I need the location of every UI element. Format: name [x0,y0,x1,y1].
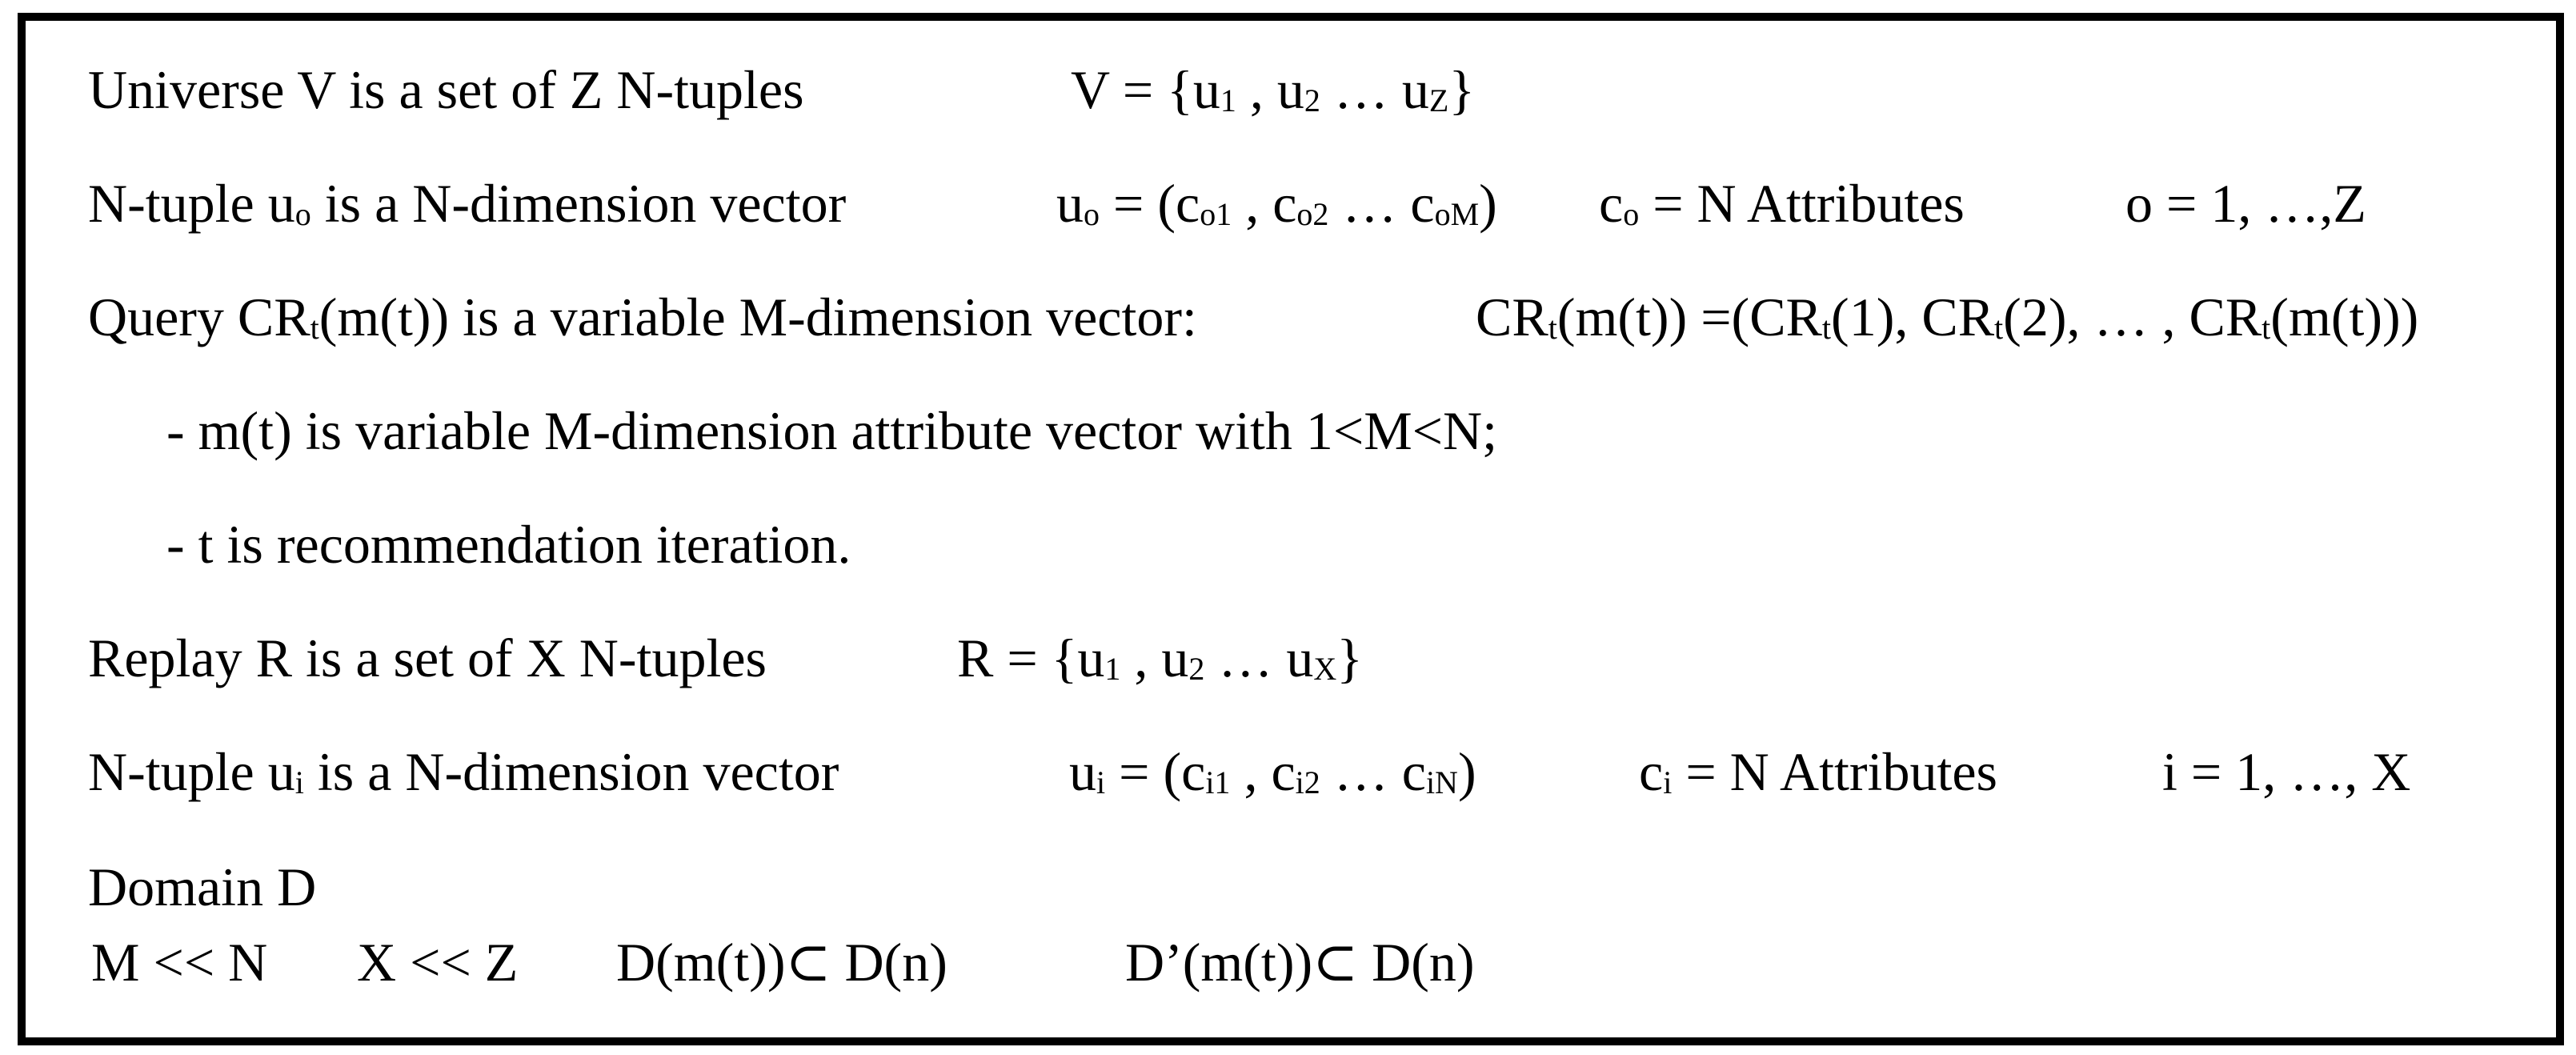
domain-label: Domain D [88,856,317,917]
ntuple-o-formula: uo = (co1 , co2 … coM) [1056,173,1497,234]
relation-x-z: X << Z [357,932,519,993]
note-mt: - m(t) is variable M-dimension attribute… [166,400,1498,461]
universe-label: Universe V is a set of Z N-tuples [88,59,804,120]
relation-domain-subset: D(m(t))⊂ D(n) [616,932,947,993]
ntuple-i-attributes: ci = N Attributes [1639,741,1997,802]
universe-formula: V = {u1 , u2 … uZ} [1071,59,1475,120]
ntuple-i-range: i = 1, …, X [2162,741,2411,802]
relation-domain-prime-subset: D’(m(t))⊂ D(n) [1125,932,1475,993]
ntuple-o-label: N-tuple uo is a N-dimension vector [88,173,847,234]
note-t: - t is recommendation iteration. [166,514,851,575]
replay-label: Replay R is a set of X N-tuples [88,628,767,688]
definition-box [18,13,2564,1045]
ntuple-i-formula: ui = (ci1 , ci2 … ciN) [1069,741,1476,802]
ntuple-o-range: o = 1, …,Z [2125,173,2366,234]
query-formula: CRt(m(t)) =(CRt(1), CRt(2), … , CRt(m(t)… [1476,287,2419,347]
replay-formula: R = {u1 , u2 … uX} [957,628,1363,688]
relation-m-n: M << N [91,932,268,993]
ntuple-o-attributes: co = N Attributes [1599,173,1965,234]
query-label: Query CRt(m(t)) is a variable M-dimensio… [88,287,1197,347]
ntuple-i-label: N-tuple ui is a N-dimension vector [88,741,839,802]
